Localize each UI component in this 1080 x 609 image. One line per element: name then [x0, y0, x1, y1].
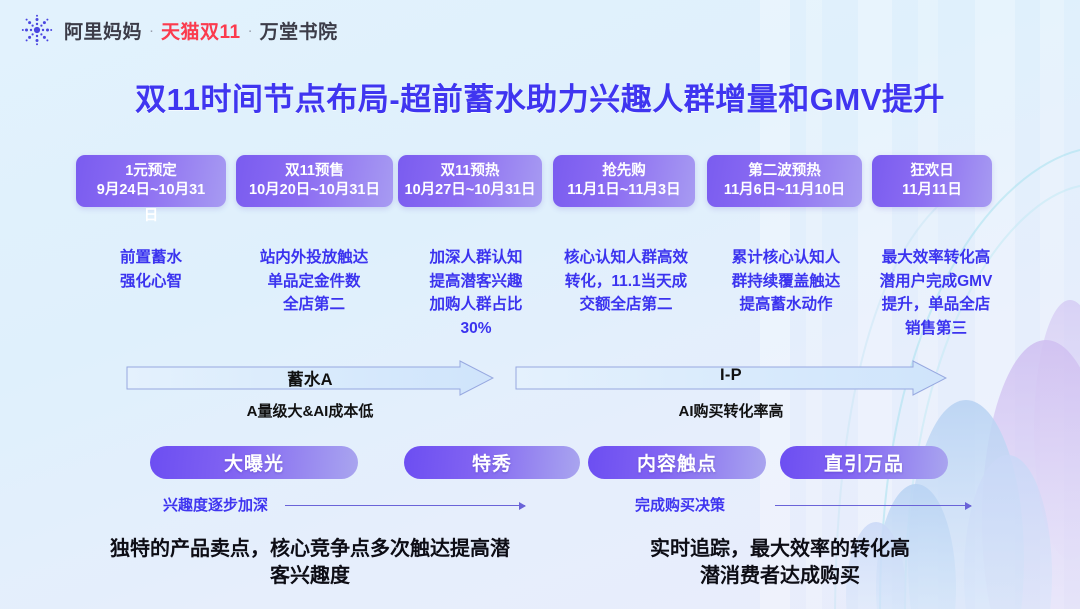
timeline-description-line: 销售第三 — [904, 319, 967, 337]
progress-arrow-line — [775, 501, 972, 510]
timeline-chip[interactable]: 1元预定 9月24日~10月31 日 — [76, 155, 226, 224]
timeline-chip-phase: 双11预热 — [440, 162, 500, 179]
footer-takeaway-line: 客兴趣度 — [270, 565, 350, 587]
timeline-description: 站内外投放触达单品定金件数全店第二 — [228, 246, 400, 317]
progress-label: 完成购买决策 — [635, 497, 726, 514]
timeline-description-line: 站内外投放触达 — [259, 249, 369, 266]
timeline-chip-row: 1元预定 9月24日~10月31 日 双11预售 10月20日~10月31日 双11预热 1… — [0, 155, 1080, 224]
timeline-chip-range-overflow: 日 — [143, 208, 159, 224]
timeline-description: 加深人群认知提高潜客兴趣加购人群占比 30% — [400, 246, 552, 340]
timeline-chip[interactable]: 双11预热 10月27日~10月31日 — [398, 155, 542, 207]
timeline-description: 最大效率转化高潜用户完成GMV 提升，单品全店销售第三 — [866, 246, 1006, 340]
timeline-description-line: 提高蓄水动作 — [739, 296, 833, 314]
timeline-description-line: 加深人群认知 — [429, 249, 523, 266]
timeline-description-line: 最大效率转化高 — [881, 249, 991, 266]
timeline-chip-range: 11月1日~11月3日 — [567, 182, 681, 198]
funnel-arrow-label: I-P — [720, 366, 742, 384]
progress-row: 兴趣度逐步加深 完成购买决策 — [0, 494, 1080, 520]
footer-takeaway-line: 潜消费者达成购买 — [700, 565, 860, 587]
timeline-chip-range: 11月6日~11月10日 — [723, 182, 846, 198]
product-pill-label: 大曝光 — [223, 454, 284, 475]
timeline-description-line: 全店第二 — [282, 296, 345, 314]
timeline-chip[interactable]: 第二波预热 11月6日~11月10日 — [707, 155, 862, 207]
footer-takeaway: 独特的产品卖点，核心竞争点多次触达提高潜客兴趣度 — [60, 536, 560, 590]
footer-takeaway-line: 独特的产品卖点，核心竞争点多次触达提高潜 — [110, 538, 510, 560]
timeline-description-line: 强化心智 — [119, 272, 182, 290]
timeline-chip-phase: 1元预定 — [125, 162, 177, 179]
timeline-chip[interactable]: 双11预售 10月20日~10月31日 — [236, 155, 393, 207]
footer-takeaway-line: 实时追踪，最大效率的转化高 — [650, 538, 910, 560]
funnel-arrow-subtext: AI购买转化率高 — [678, 403, 784, 420]
timeline-description-line: 提升，单品全店 — [881, 296, 991, 314]
product-pill[interactable]: 内容触点 — [588, 446, 766, 479]
timeline-chip-phase: 狂欢日 — [910, 162, 954, 179]
product-pill-row: 大曝光 特秀 内容触点 直引万品 — [0, 446, 1080, 480]
brand-lockup: 阿里妈妈 · 天猫双11 · 万堂书院 — [64, 17, 338, 44]
funnel-arrow-subtext: A量级大&AI成本低 — [246, 403, 374, 420]
product-pill[interactable]: 特秀 — [404, 446, 580, 479]
brand-campaign: 天猫双11 — [161, 21, 241, 43]
timeline-description-line: 群持续覆盖触达 — [731, 272, 841, 290]
product-pill[interactable]: 直引万品 — [780, 446, 948, 479]
brand-name: 阿里妈妈 — [64, 21, 143, 43]
timeline-description-line: 前置蓄水 — [119, 249, 182, 266]
timeline-chip-phase: 第二波预热 — [748, 162, 821, 179]
timeline-chip[interactable]: 抢先购 11月1日~11月3日 — [553, 155, 695, 207]
page-title: 双11时间节点布局-超前蓄水助力兴趣人群增量和GMV提升 — [135, 82, 945, 117]
timeline-chip[interactable]: 狂欢日 11月11日 — [872, 155, 992, 207]
funnel-arrow: I-P AI购买转化率高 — [515, 360, 947, 420]
timeline-description-line: 转化，11.1当天成 — [564, 272, 688, 290]
timeline-chip-range: 11月11日 — [902, 182, 962, 198]
timeline-description-line: 30% — [460, 319, 492, 337]
timeline-description: 累计核心认知人群持续覆盖触达提高蓄水动作 — [706, 246, 866, 317]
footer-takeaway: 实时追踪，最大效率的转化高潜消费者达成购买 — [570, 536, 990, 590]
timeline-chip-range: 10月27日~10月31日 — [404, 182, 536, 198]
timeline-description-line: 加购人群占比 — [429, 296, 523, 314]
funnel-arrow: 蓄水A A量级大&AI成本低 — [126, 360, 494, 420]
funnel-arrow-label: 蓄水A — [287, 371, 333, 389]
brand-separator-2: · — [247, 21, 253, 39]
alimama-burst-icon — [20, 13, 54, 47]
product-pill-label: 特秀 — [471, 454, 512, 475]
timeline-description-line: 交额全店第二 — [579, 296, 673, 314]
product-pill[interactable]: 大曝光 — [150, 446, 358, 479]
timeline-description-line: 核心认知人群高效 — [563, 249, 688, 266]
product-pill-label: 直引万品 — [823, 454, 904, 475]
timeline-description-line: 潜用户完成GMV — [879, 272, 993, 290]
timeline-description: 前置蓄水强化心智 — [76, 246, 226, 293]
product-pill-label: 内容触点 — [636, 454, 717, 475]
brand-sub: 万堂书院 — [259, 21, 338, 43]
timeline-chip-phase: 双11预售 — [285, 162, 344, 179]
timeline-chip-phase: 抢先购 — [602, 162, 646, 179]
timeline-description-line: 单品定金件数 — [267, 272, 361, 290]
app-header: 阿里妈妈 · 天猫双11 · 万堂书院 — [0, 0, 1080, 60]
timeline-description: 核心认知人群高效转化，11.1当天成交额全店第二 — [542, 246, 710, 317]
progress-arrow-line — [285, 501, 526, 510]
timeline-chip-range: 9月24日~10月31 — [96, 182, 206, 198]
timeline-description-line: 累计核心认知人 — [731, 249, 841, 266]
brand-separator-1: · — [149, 21, 155, 39]
progress-label: 兴趣度逐步加深 — [163, 497, 269, 514]
funnel-arrow-row: 蓄水A A量级大&AI成本低 I-P AI购买转化率高 — [0, 360, 1080, 430]
timeline-description-line: 提高潜客兴趣 — [429, 272, 523, 290]
timeline-chip-range: 10月20日~10月31日 — [249, 182, 380, 198]
